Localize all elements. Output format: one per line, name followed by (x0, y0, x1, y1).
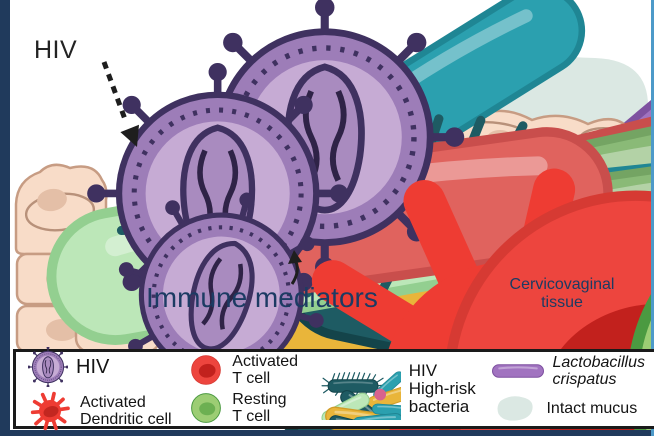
resting-t-cell-icon (191, 393, 222, 423)
legend-label: Activated T cell (232, 353, 299, 387)
cervicovaginal-line1: Cervicovaginal (509, 276, 615, 293)
dendritic-cell-icon (30, 391, 70, 431)
mucus-icon (497, 396, 534, 421)
legend-label: Activated Dendritic cell (80, 394, 172, 428)
frame-left-border (0, 0, 10, 436)
legend-label: Resting T cell (232, 391, 287, 425)
legend-column-3: HIV High-risk bacteria (315, 358, 476, 420)
legend-item-lactobacillus: Lactobacillus crispatus (492, 354, 645, 388)
cervicovaginal-line2: tissue (541, 294, 583, 311)
legend-column-4: Lactobacillus crispatus Intact mucus (492, 354, 645, 424)
frame-bottom-border (0, 430, 654, 436)
legend-item-resting-t-cell: Resting T cell (188, 391, 298, 425)
legend-label: HIV (76, 355, 110, 378)
immune-mediators-label: Immune mediators (146, 282, 378, 313)
activated-t-cell-icon (191, 355, 222, 385)
legend-label: Lactobacillus crispatus (552, 354, 645, 388)
legend-item-high-risk-bacteria: HIV High-risk bacteria (315, 358, 476, 420)
legend-column-2: Activated T cell Resting T cell (188, 353, 298, 425)
hiv-label: HIV (34, 36, 78, 64)
hiv-entry-arrow (101, 61, 139, 147)
cervicovaginal-tissue-label: Cervicovaginal tissue (490, 276, 634, 312)
legend-item-intact-mucus: Intact mucus (492, 392, 645, 424)
hiv-virion-icon (28, 347, 68, 387)
legend-item-hiv: HIV (28, 347, 172, 387)
legend-column-1: HIV Activated Dendritic cell (28, 347, 172, 431)
legend-label: Intact mucus (546, 399, 638, 417)
lactobacillus-icon (492, 364, 545, 378)
immune-mediators-arrow (288, 250, 302, 285)
legend-item-activated-t-cell: Activated T cell (188, 353, 298, 387)
legend-box: HIV Activated Dendritic cell Activated T… (13, 347, 654, 431)
bacteria-cluster-icon (315, 358, 401, 420)
legend-label: HIV High-risk bacteria (408, 361, 476, 416)
frame-right-border (651, 0, 654, 436)
legend-item-activated-dendritic-cell: Activated Dendritic cell (28, 391, 172, 431)
